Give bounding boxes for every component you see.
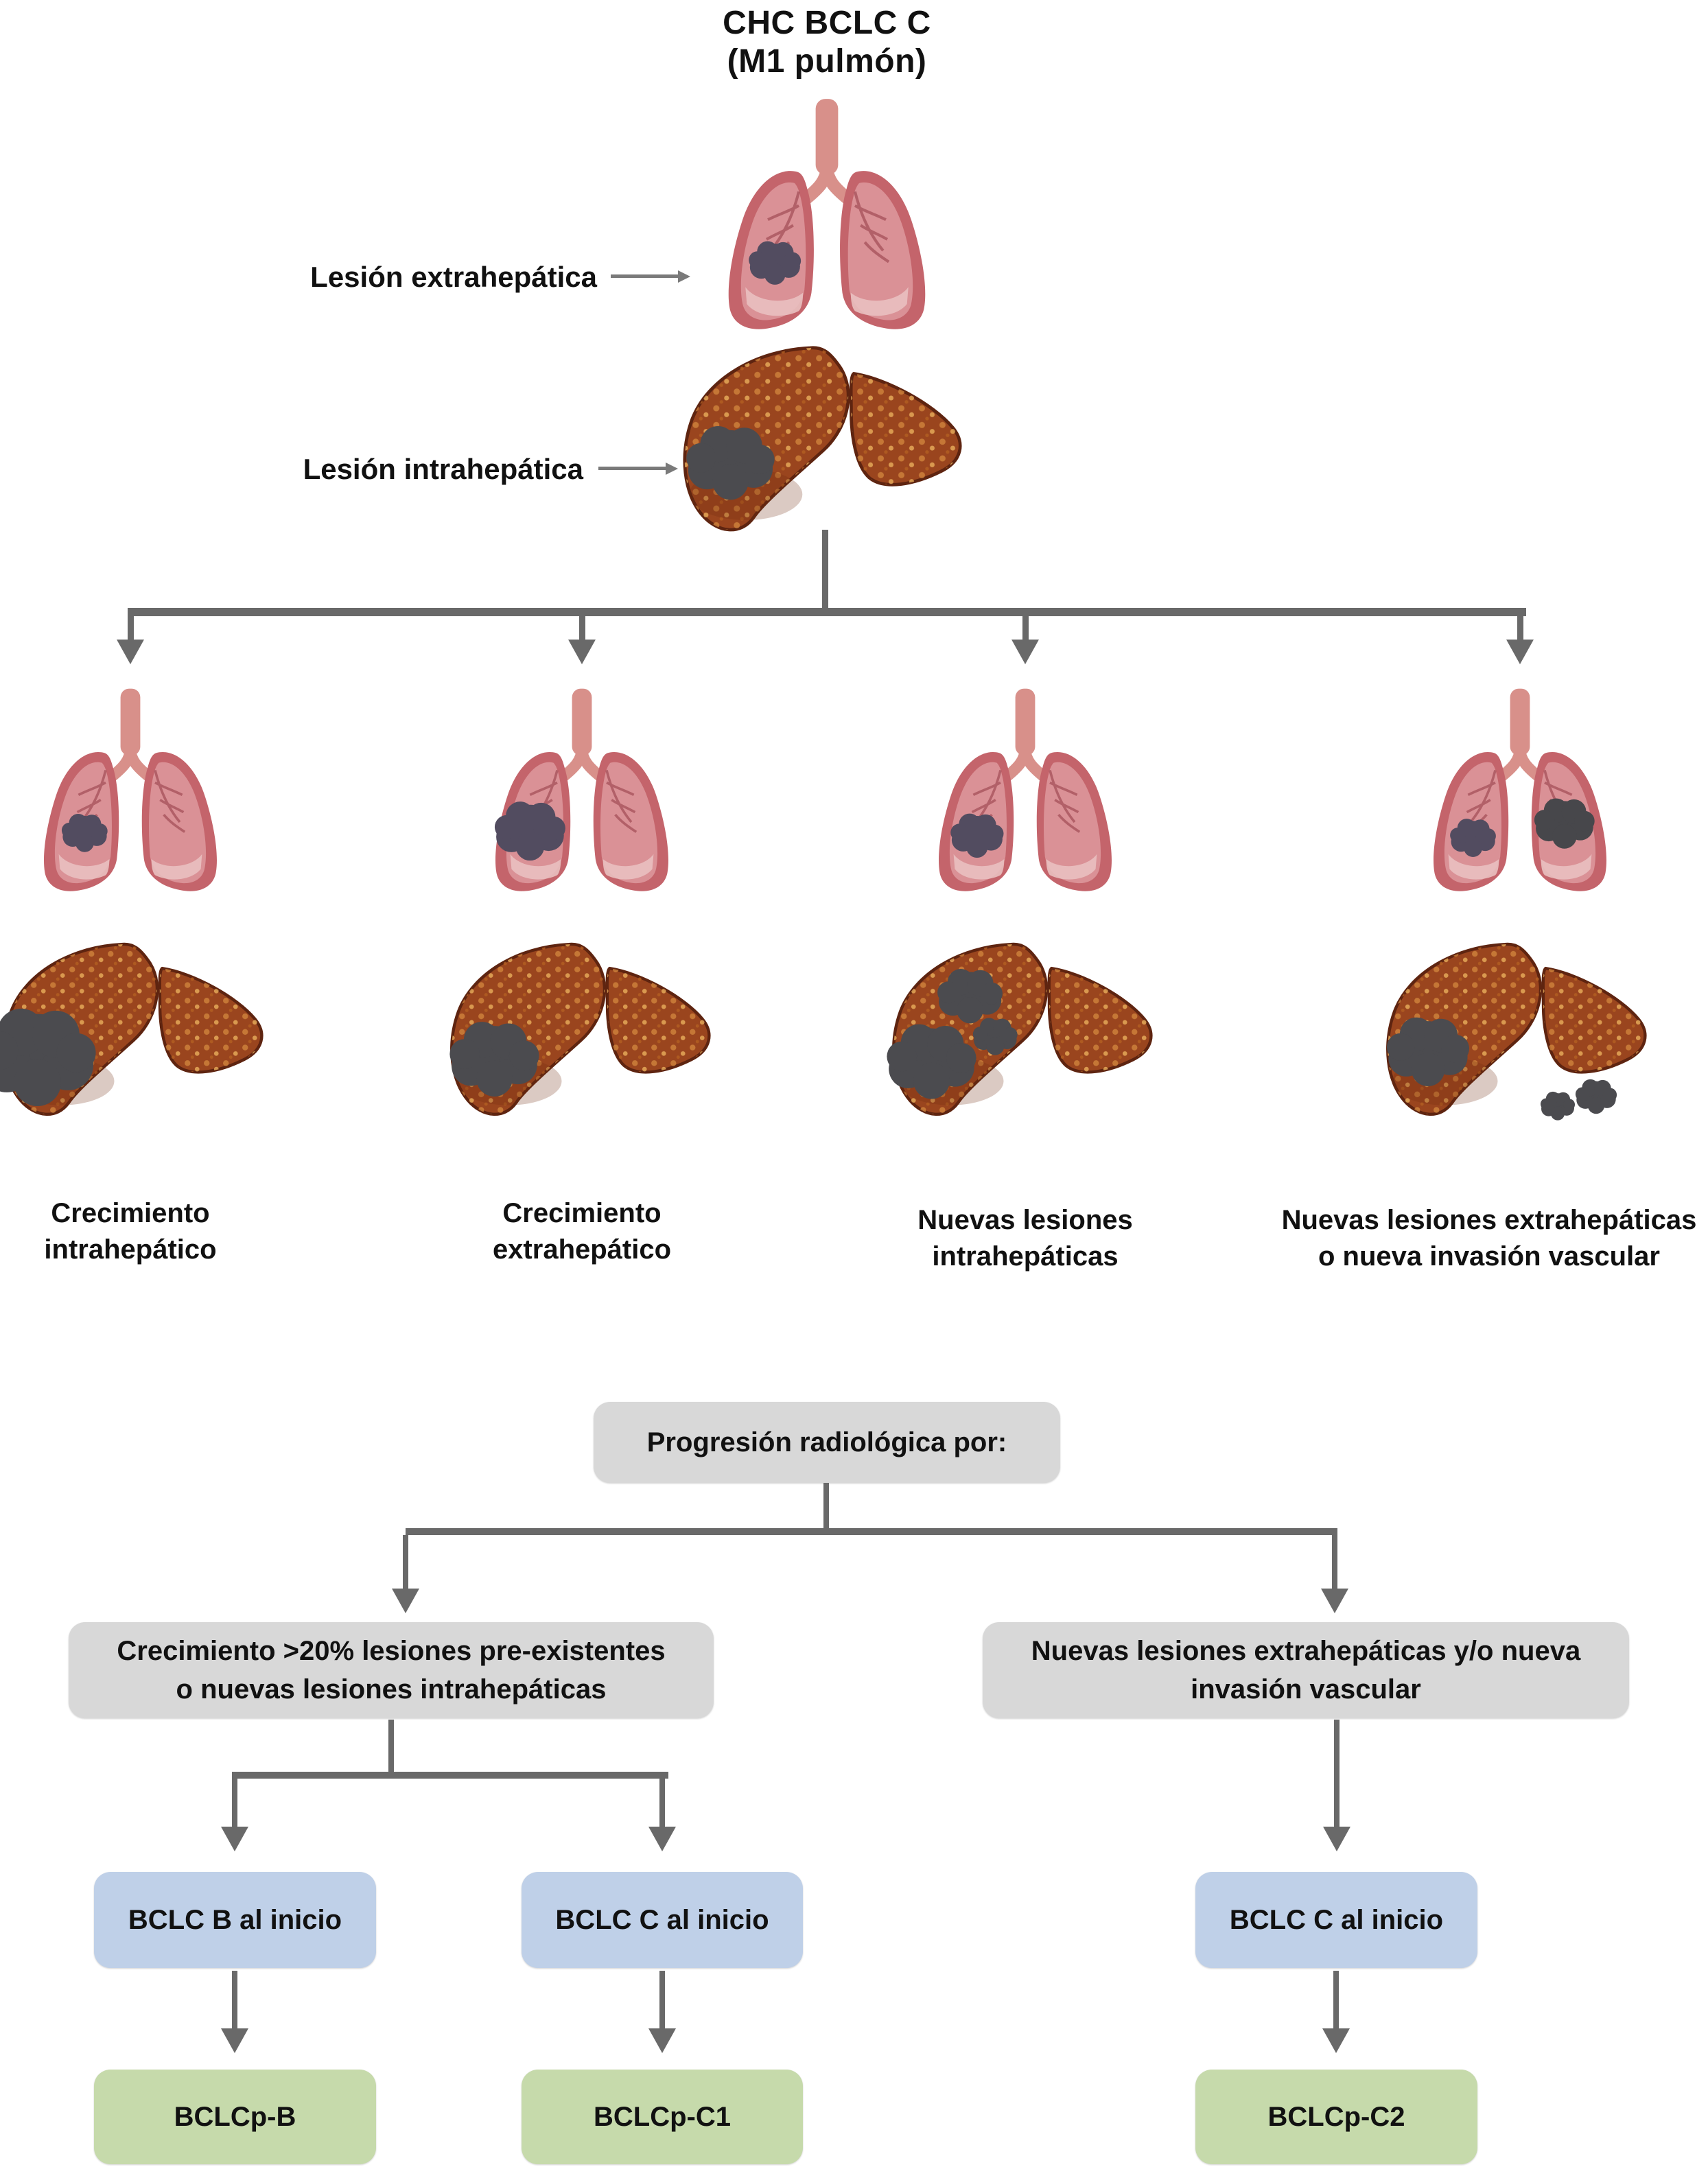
lungs-illustration-col1: [7, 686, 254, 896]
criteria-box-left: Crecimiento >20% lesiones pre-existentes…: [69, 1622, 714, 1718]
root-stem-line: [822, 530, 828, 612]
stage-box-bclc-c-1: BCLC C al inicio: [522, 1872, 803, 1968]
column-label-3: Nuevas lesiones intrahepáticas: [812, 1202, 1238, 1275]
column-label-4: Nuevas lesiones extrahepáticas o nueva i…: [1276, 1202, 1702, 1275]
column-label-2-line1: Crecimiento: [502, 1198, 662, 1228]
branch-line-col4: [1517, 616, 1523, 641]
liver-illustration-col4: [1375, 935, 1663, 1133]
outcome-line-2: [659, 1971, 665, 2031]
criteria-box-right-line2: invasión vascular: [1191, 1674, 1421, 1705]
outcome-box-bclcp-c2: BCLCp-C2: [1195, 2070, 1477, 2164]
branch-arrow-icon-col2: [568, 640, 596, 664]
root2-stem-line: [823, 1483, 829, 1531]
column-label-3-line1: Nuevas lesiones: [917, 1205, 1133, 1235]
figure-title-line2: (M1 pulmón): [727, 43, 927, 80]
column-label-4-line1: Nuevas lesiones extrahepáticas: [1281, 1205, 1697, 1235]
criteria-box-right-line1: Nuevas lesiones extrahepáticas y/o nueva: [1031, 1636, 1581, 1666]
extrahepatic-arrow-line: [611, 274, 679, 278]
branch-line-col3: [1022, 616, 1029, 641]
sub-branch-line-3: [1334, 1720, 1340, 1829]
branch-arrow-icon-col4: [1506, 640, 1534, 664]
sub-branch-arrow-icon-1: [221, 1827, 248, 1851]
branch-arrow-icon-col3: [1011, 640, 1039, 664]
criteria-box-left-line1: Crecimiento >20% lesiones pre-existentes: [117, 1636, 666, 1666]
stage-box-bclc-c-2: BCLC C al inicio: [1195, 1872, 1477, 1968]
criteria-box-left-line2: o nuevas lesiones intrahepáticas: [176, 1674, 607, 1705]
outcome-box-bclcp-c1: BCLCp-C1: [522, 2070, 803, 2164]
liver-illustration-col2: [439, 935, 727, 1133]
liver-illustration-col3: [881, 935, 1169, 1133]
column-label-2-line2: extrahepático: [492, 1234, 672, 1265]
left-branch-arrow-icon: [392, 1589, 419, 1613]
lungs-illustration-col3: [902, 686, 1149, 896]
liver-illustration-col1: [0, 935, 280, 1133]
sub-branch-arrow-icon-2: [648, 1827, 676, 1851]
outcome-box-bclcp-b: BCLCp-B: [94, 2070, 376, 2164]
branch-line-col2: [579, 616, 585, 641]
column-label-1: Crecimiento intrahepático: [0, 1195, 343, 1268]
column-label-1-line1: Crecimiento: [51, 1198, 210, 1228]
lungs-illustration-col4: [1396, 686, 1643, 896]
column-label-1-line2: intrahepático: [44, 1234, 217, 1265]
stage-box-bclc-b: BCLC B al inicio: [94, 1872, 376, 1968]
intrahepatic-arrow-line: [598, 467, 667, 470]
sub-branch-line-1: [232, 1779, 237, 1829]
outcome-line-3: [1333, 1971, 1339, 2031]
extrahepatic-arrow-icon: [678, 270, 690, 283]
outcome-arrow-icon-3: [1322, 2028, 1350, 2053]
intrahepatic-arrow-icon: [666, 462, 678, 475]
criteria-box-right: Nuevas lesiones extrahepáticas y/o nueva…: [983, 1622, 1629, 1718]
sub-branch-line-2: [659, 1779, 665, 1829]
split-horizontal-line: [406, 1528, 1337, 1535]
outcome-arrow-icon-1: [221, 2028, 248, 2053]
figure-title-line1: CHC BCLC C: [723, 5, 931, 41]
column-label-2: Crecimiento extrahepático: [369, 1195, 795, 1268]
extrahepatic-lesion-label: Lesión extrahepática: [310, 261, 597, 293]
sub-branch-arrow-icon-3: [1323, 1827, 1350, 1851]
lungs-illustration-col2: [458, 686, 705, 896]
left-sub-split-line: [232, 1772, 668, 1779]
right-branch-line: [1332, 1535, 1337, 1591]
left-sub-stem-line: [388, 1720, 394, 1776]
outcome-line-1: [232, 1971, 237, 2031]
progression-root-box: Progresión radiológica por:: [594, 1402, 1060, 1483]
lungs-illustration-top: [686, 96, 968, 335]
branch-horizontal-line: [128, 608, 1526, 616]
right-branch-arrow-icon: [1321, 1589, 1348, 1613]
branch-arrow-icon-col1: [117, 640, 144, 664]
left-branch-line: [403, 1535, 408, 1591]
liver-illustration-top: [671, 338, 980, 550]
outcome-arrow-icon-2: [648, 2028, 676, 2053]
intrahepatic-lesion-label: Lesión intrahepática: [303, 453, 583, 485]
column-label-3-line2: intrahepáticas: [932, 1241, 1119, 1272]
column-label-4-line2: o nueva invasión vascular: [1318, 1241, 1660, 1272]
branch-line-col1: [128, 616, 134, 641]
